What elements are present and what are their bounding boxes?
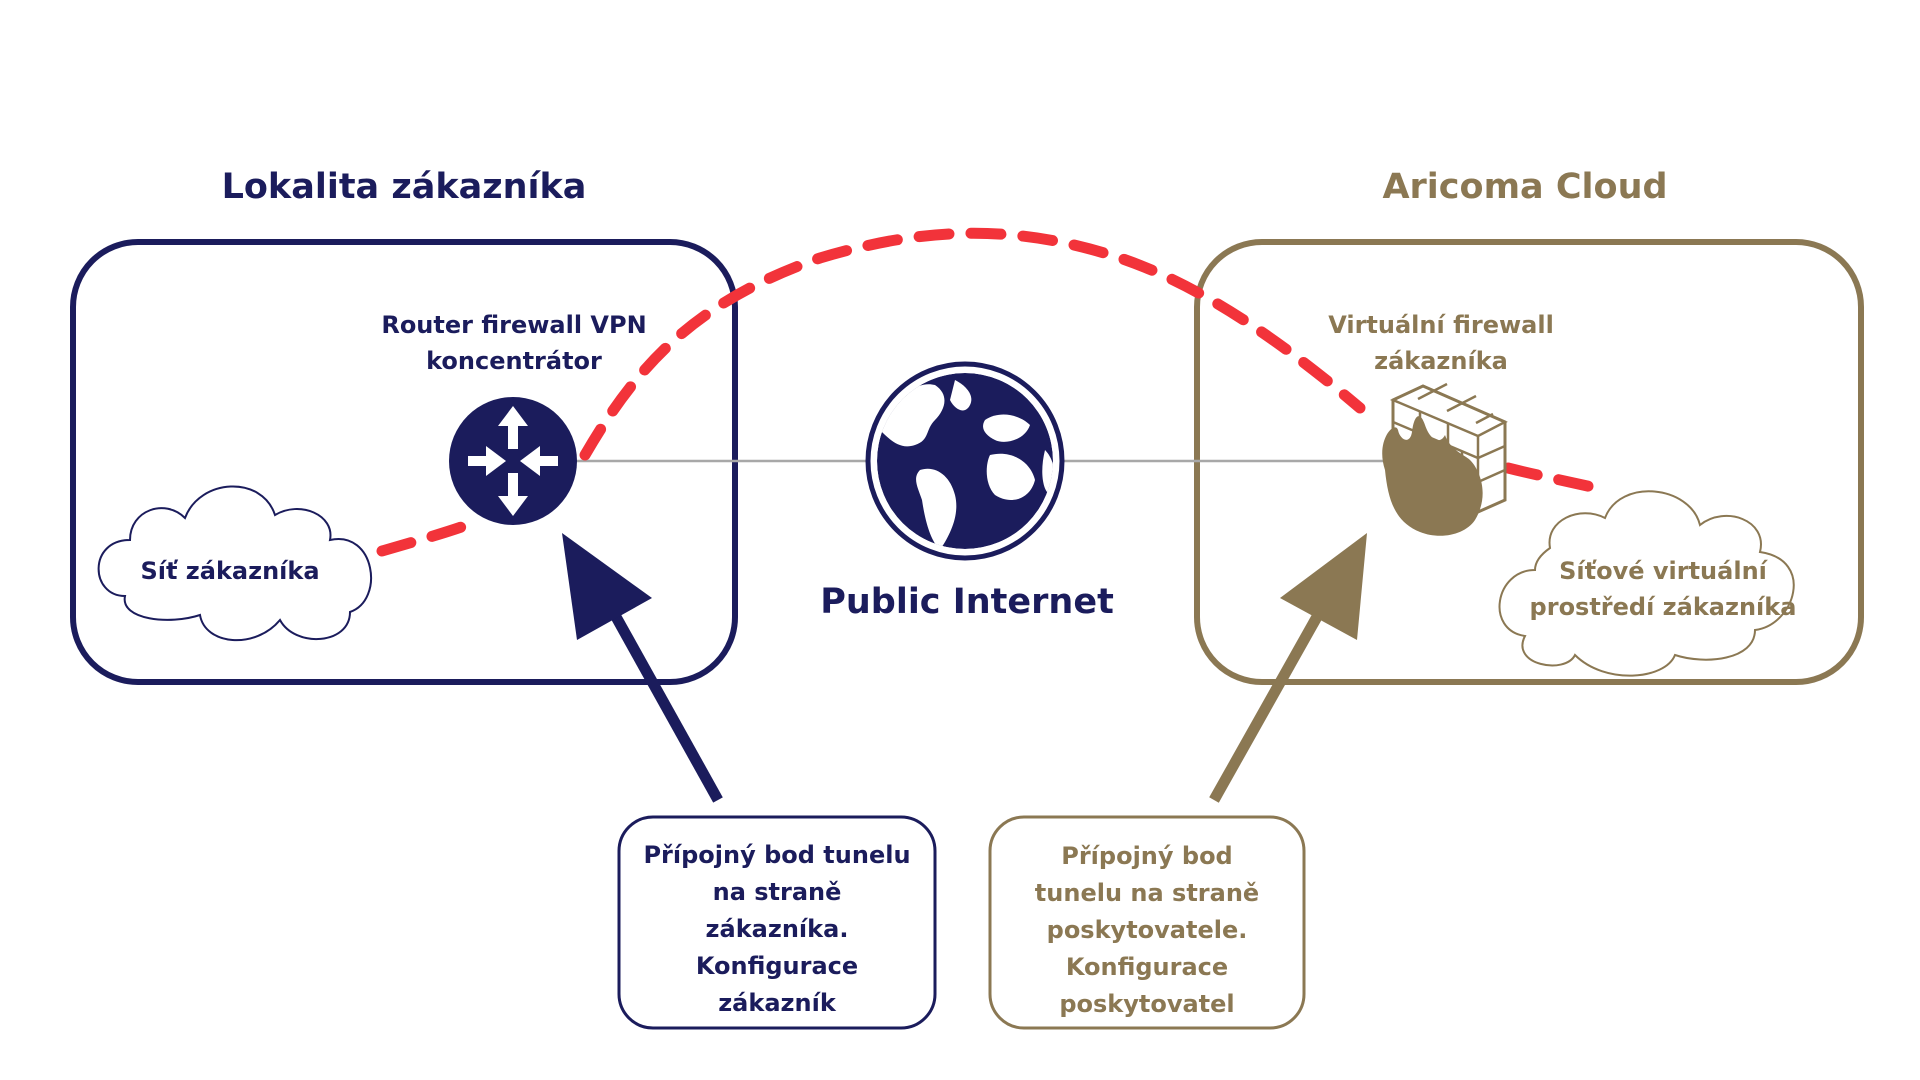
router-label-line1: Router firewall VPN (381, 311, 647, 339)
virtual-environment-label-line1: Síťové virtuální (1559, 557, 1767, 585)
customer-callout-line: Konfigurace (695, 952, 859, 980)
customer-callout-line: zákazníka. (705, 915, 849, 943)
firewall-label-line2: zákazníka (1374, 346, 1508, 375)
provider-callout-line: poskytovatel (1059, 990, 1235, 1018)
provider-callout-text: Přípojný bod tunelu na straně poskytovat… (1035, 838, 1259, 1023)
customer-network-cloud (97, 485, 372, 642)
internet-label: Public Internet (820, 582, 1114, 622)
vpn-tunnel-path (376, 227, 1611, 557)
customer-callout-line: zákazník (718, 989, 836, 1017)
provider-callout-line: poskytovatele. (1046, 916, 1248, 944)
provider-callout-line: tunelu na straně (1034, 879, 1260, 907)
virtual-environment-label: Síťové virtuální prostředí zákazníka (1530, 557, 1797, 622)
customer-callout-text: Přípojný bod tunelu na straně zákazníka.… (643, 837, 910, 1022)
virtual-environment-cloud (1498, 490, 1795, 677)
virtual-environment-label-line2: prostředí zákazníka (1529, 592, 1797, 621)
router-icon (449, 397, 577, 525)
provider-callout-line: Přípojný bod (1061, 842, 1233, 870)
firewall-label: Virtuální firewall zákazníka (1328, 311, 1554, 376)
firewall-label-line1: Virtuální firewall (1328, 311, 1554, 339)
customer-site-title: Lokalita zákazníka (221, 167, 587, 207)
provider-callout-box (988, 815, 1306, 1030)
customer-network-label: Síť zákazníka (140, 557, 320, 585)
firewall-icon (1382, 382, 1508, 536)
provider-callout-line: Konfigurace (1065, 953, 1229, 981)
provider-arrow (1209, 533, 1367, 803)
router-label-line2: koncentrátor (426, 346, 602, 375)
customer-callout-line: na straně (712, 878, 842, 906)
customer-arrow (562, 533, 723, 803)
customer-callout-box (617, 815, 937, 1030)
cloud-site-title: Aricoma Cloud (1382, 167, 1668, 207)
customer-callout-line: Přípojný bod tunelu (643, 841, 911, 869)
router-label: Router firewall VPN koncentrátor (381, 311, 646, 376)
globe-icon (865, 361, 1065, 561)
